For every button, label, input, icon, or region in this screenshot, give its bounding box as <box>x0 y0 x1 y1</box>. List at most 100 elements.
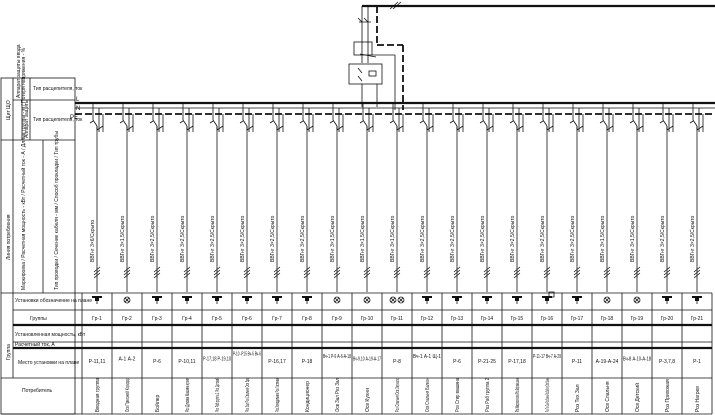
socket-icon <box>212 296 222 304</box>
consumer-value: Роз Тех Сан Роз Ванна Роз Бойлер Осв Ван… <box>544 378 551 412</box>
consumer-value: Роз Раб группа 2 <box>485 378 491 412</box>
cable-label: ВВГнг 3×2,5/Скрыто <box>270 215 276 262</box>
socket-icon <box>542 291 555 304</box>
breaker-icon[interactable] <box>479 119 494 131</box>
breaker-icon[interactable] <box>359 119 374 131</box>
group-label: Гр-8 <box>302 316 312 322</box>
cable-label: ВВГнг 3×1,5/Скрыто <box>390 215 396 262</box>
lamp-icon <box>389 296 405 304</box>
cable-cores-icon <box>453 266 461 279</box>
lamp-icon <box>363 296 371 304</box>
line-type-label: Тип проводки / Сечение кабеля - мм / Спо… <box>54 131 60 290</box>
breaker-icon[interactable] <box>629 119 644 131</box>
socket-icon <box>452 296 462 304</box>
consumer-value: Роз Спальня Осв Зеркало <box>395 378 401 412</box>
group-label: Гр-20 <box>661 316 674 322</box>
group-label: Гр-17 <box>571 316 584 322</box>
socket-icon <box>512 296 522 304</box>
consumer-value: Осв Прихожей Коридор <box>124 378 131 412</box>
cable-cores-icon <box>363 266 371 279</box>
socket-icon <box>482 296 492 304</box>
breaker-icon[interactable] <box>329 119 344 131</box>
breaker-icon[interactable] <box>299 119 314 131</box>
group-section-label: Группа <box>6 344 12 360</box>
cable-cores-icon <box>693 266 701 279</box>
breaker-icon[interactable] <box>569 119 584 131</box>
cable-cores-icon <box>393 266 401 279</box>
location-value: Р-6 <box>453 359 461 365</box>
group-label: Гр-21 <box>691 316 704 322</box>
group-label: Гр-4 <box>182 316 192 322</box>
cable-label: ВВГнг 3×2,5/Скрыто <box>480 215 486 262</box>
location-value: Р-10,11 <box>178 359 195 365</box>
consumer-value: Кондиционер <box>305 381 311 412</box>
cable-cores-icon <box>153 266 161 279</box>
input-breaker-icon <box>357 17 371 23</box>
breaker-icon[interactable] <box>599 119 614 131</box>
consumer-value: Осв Детский <box>634 383 641 412</box>
rcd-icon <box>353 41 377 58</box>
breaker-icon[interactable] <box>389 119 404 131</box>
cable-label: ВВГнг 3×2,5/Скрыто <box>540 215 546 262</box>
power-label: Установленная мощность, кВт <box>15 332 86 338</box>
breaker-icon[interactable] <box>659 119 674 131</box>
breaker-icon[interactable] <box>179 119 194 131</box>
location-label: Место установки на плане <box>18 360 80 366</box>
consumer-value: Роз Зал Роз Спальня Осв Бра <box>245 378 251 412</box>
socket-icon <box>182 296 192 304</box>
group-label: Гр-7 <box>272 316 282 322</box>
cable-label: ВВГнг 3×1,5/Скрыто <box>630 215 636 262</box>
install-label: Установки обозначение на плане <box>15 298 92 304</box>
cable-cores-icon <box>633 266 641 279</box>
group-label: Гр-18 <box>601 316 614 322</box>
consumer-value: Вводная группа <box>95 378 101 412</box>
breaker-icon[interactable] <box>119 119 134 131</box>
consumer-value: Роз Стир машина <box>455 378 461 412</box>
breaker-icon[interactable] <box>509 119 524 131</box>
breaker-icon[interactable] <box>89 119 104 131</box>
location-value: Р-11-17 Вч-7 А-29 <box>533 354 561 360</box>
breaker-icon[interactable] <box>689 119 704 131</box>
group-label: Гр-13 <box>451 316 464 322</box>
breaker-icon[interactable] <box>419 119 434 131</box>
group-label: Гр-2 <box>122 316 132 322</box>
cable-label: ВВГнг 3×2,5/Скрыто <box>210 215 216 262</box>
lamp-icon <box>603 296 611 304</box>
breaker-icon[interactable] <box>539 119 554 131</box>
cable-cores-icon <box>123 266 131 279</box>
consumer-label: Потребитель <box>22 388 52 394</box>
breaker-icon[interactable] <box>209 119 224 131</box>
breaker-icon[interactable] <box>449 119 464 131</box>
location-value: Р-10 -Р15 Вч-6 Вч-6 <box>233 352 261 358</box>
breaker-icon[interactable] <box>269 119 284 131</box>
breaker-icon[interactable] <box>149 119 164 131</box>
cable-cores-icon <box>513 266 521 279</box>
cable-label: ВВГнг 3×2,5/Скрыто <box>570 215 576 262</box>
cable-cores-icon <box>333 266 341 279</box>
breaker-icon[interactable] <box>239 119 254 131</box>
location-value: Р-1 <box>693 359 701 365</box>
socket-icon <box>662 296 672 304</box>
type-label-1: Тип расцепителя, ток <box>33 86 83 92</box>
